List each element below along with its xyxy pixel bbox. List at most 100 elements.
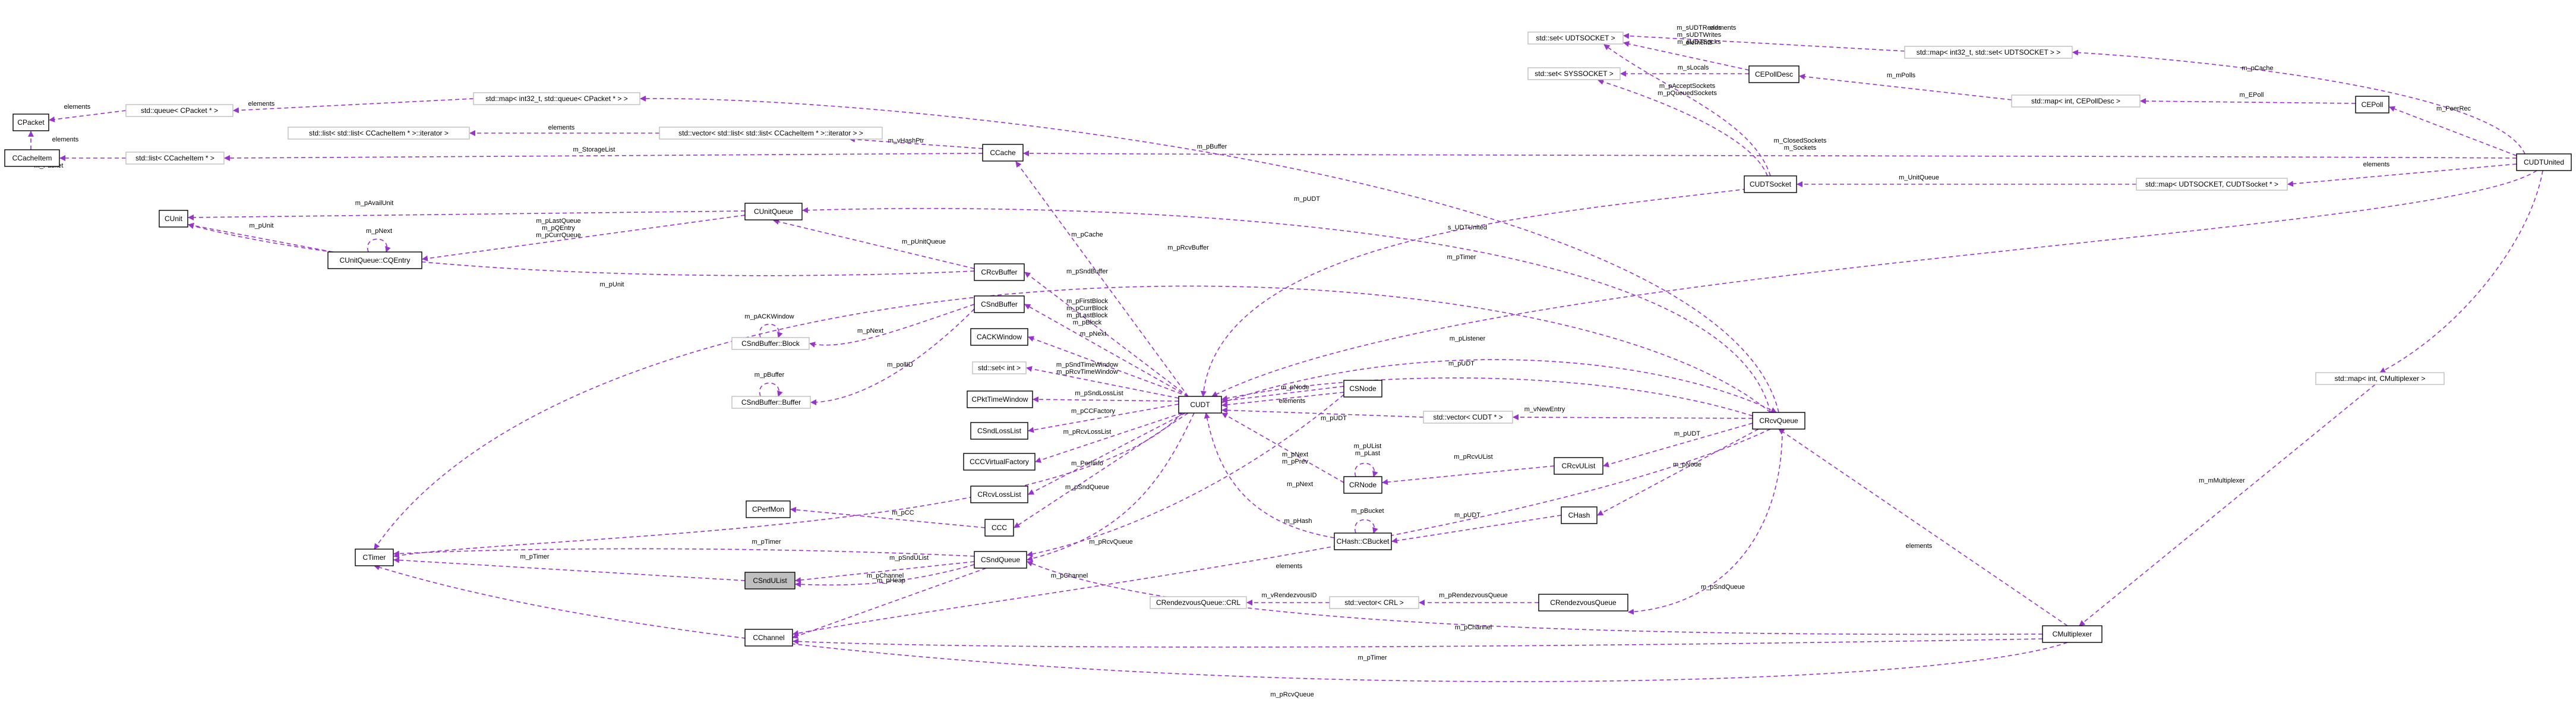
node-vector-cudt[interactable]: std::vector< CUDT * >: [1423, 411, 1513, 424]
node-cunit[interactable]: CUnit: [159, 210, 188, 228]
node-cpkttimewindow[interactable]: CPktTimeWindow: [967, 390, 1033, 408]
edge-label: m_mPolls: [1887, 72, 1916, 79]
edge-cmultiplexer-to-crcvqueue: [1778, 428, 2068, 626]
node-label: CCache: [990, 149, 1016, 157]
node-ccache[interactable]: CCache: [982, 144, 1024, 162]
node-box: [2011, 94, 2141, 108]
edge-map_int_cepolldesc-to-cepolldesc: [1799, 74, 2012, 100]
node-map-int32-set[interactable]: std::map< int32_t, std::set< UDTSOCKET >…: [1904, 46, 2073, 59]
node-set-int[interactable]: std::set< int >: [972, 361, 1027, 374]
edge-label: m_vNewEntry: [1524, 406, 1565, 413]
node-list-ccacheitem[interactable]: std::list< CCacheItem * >: [125, 152, 225, 165]
node-label: std::set< int >: [978, 364, 1021, 372]
edge-crcvqueue-to-map_int32_queue: [640, 95, 1779, 413]
edge-label: m_pNext: [1287, 481, 1313, 488]
node-cunitqueue[interactable]: CUnitQueue: [744, 203, 803, 220]
node-map-udtsocket[interactable]: std::map< UDTSOCKET, CUDTSocket * >: [2136, 178, 2288, 191]
node-label: std::set< UDTSOCKET >: [1536, 34, 1615, 42]
node-box: [967, 390, 1033, 408]
edge-label: m_pUDT: [1674, 430, 1700, 437]
node-cmultiplexer[interactable]: CMultiplexer: [2042, 625, 2103, 643]
edge-cudt-to-crcvlosslist: [1028, 412, 1186, 495]
edge-ccc-to-cperfmon: [790, 506, 986, 528]
node-chash[interactable]: CHash: [1561, 506, 1598, 524]
node-label: CRNode: [1349, 481, 1377, 489]
edge-csndbuffer-to-sndblock: [809, 304, 975, 348]
edge-cudt-to-ctimer: [393, 412, 1183, 559]
node-label: std::vector< std::list< std::list< CCach…: [678, 129, 863, 137]
node-csndulist[interactable]: CSndUList: [744, 572, 795, 590]
node-csnode[interactable]: CSNode: [1343, 380, 1382, 398]
node-label: CSndLossList: [977, 427, 1022, 435]
node-box: [1561, 506, 1598, 524]
edge-label: elements: [2363, 161, 2390, 168]
node-ctimer[interactable]: CTimer: [355, 549, 394, 566]
node-box: [1343, 476, 1382, 494]
node-label: CHash: [1568, 511, 1590, 519]
node-crnode[interactable]: CRNode: [1343, 476, 1382, 494]
node-set-udtsocket[interactable]: std::set< UDTSOCKET >: [1527, 31, 1624, 45]
edge-csnode-to-csndqueue: [1027, 394, 1344, 557]
node-cudtunited[interactable]: CUDTUnited: [2516, 153, 2572, 171]
node-sndbuf[interactable]: CSndBuffer::Buffer: [731, 396, 811, 409]
node-box: [970, 486, 1028, 503]
edge-crcvqueue-to-cunitqueue: [802, 207, 1771, 413]
node-csndlosslist[interactable]: CSndLossList: [970, 422, 1028, 440]
node-map-int32-queue[interactable]: std::map< int32_t, std::queue< CPacket *…: [473, 92, 640, 105]
node-csndbuffer[interactable]: CSndBuffer: [974, 295, 1025, 313]
node-crcvbuffer[interactable]: CRcvBuffer: [974, 263, 1025, 281]
edge-crcvqueue-to-cudt: [1221, 377, 1753, 417]
edge-label: m_pNext: [1080, 330, 1106, 338]
node-label: CUnitQueue::CQEntry: [340, 256, 411, 264]
edge-cudtunited-to-cepoll: [2389, 106, 2517, 156]
node-cepoll[interactable]: CEPoll: [2355, 96, 2389, 114]
node-cudt[interactable]: CUDT: [1178, 396, 1222, 414]
node-queue-cpacket[interactable]: std::queue< CPacket * >: [125, 104, 233, 117]
node-crendezvousqueue[interactable]: CRendezvousQueue: [1538, 594, 1628, 612]
node-ccacheitem[interactable]: CCacheItem: [4, 149, 60, 167]
node-ccc[interactable]: CCC: [984, 519, 1014, 537]
node-cchannel[interactable]: CChannel: [744, 629, 793, 647]
node-cccvirtualfactory[interactable]: CCCVirtualFactory: [963, 453, 1036, 471]
node-cbucket[interactable]: CHash::CBucket: [1334, 532, 1392, 550]
node-set-syssocket[interactable]: std::set< SYSSOCKET >: [1527, 67, 1621, 80]
edge-label: m_pRcvLossList: [1063, 428, 1112, 436]
node-label: CUnit: [165, 215, 183, 223]
node-cackwindow[interactable]: CACKWindow: [970, 328, 1028, 346]
node-box: [1343, 380, 1382, 398]
node-cperfmon[interactable]: CPerfMon: [746, 500, 791, 518]
node-label: std::map< int, CEPollDesc >: [2031, 97, 2120, 105]
node-sndblock[interactable]: CSndBuffer::Block: [731, 337, 810, 350]
edge-label: m_StorageList: [573, 146, 615, 153]
node-label: CRendezvousQueue::CRL: [1156, 598, 1240, 607]
node-crl[interactable]: CRendezvousQueue::CRL: [1150, 596, 1247, 609]
edge-map_int32_queue-to-queue_cpacket: [233, 98, 474, 114]
node-map-int-cmultiplexer[interactable]: std::map< int, CMultiplexer >: [2315, 372, 2445, 385]
node-cpacket[interactable]: CPacket: [12, 114, 49, 131]
edge-cbucket-to-cbucket: [1354, 519, 1378, 534]
node-box: [125, 104, 233, 117]
node-cepolldesc[interactable]: CEPollDesc: [1748, 65, 1800, 83]
node-map-int-cepolldesc[interactable]: std::map< int, CEPollDesc >: [2011, 94, 2141, 108]
node-cqentry[interactable]: CUnitQueue::CQEntry: [327, 251, 422, 269]
node-label: CCacheItem: [12, 154, 52, 162]
node-cudtsocket[interactable]: CUDTSocket: [1744, 175, 1797, 193]
edge-label: m_pBuffer: [755, 371, 785, 379]
node-label: CPktTimeWindow: [972, 395, 1028, 404]
node-crcvqueue[interactable]: CRcvQueue: [1752, 412, 1805, 430]
edge-label: m_pRcvQueue: [1270, 691, 1314, 698]
node-vector-crl[interactable]: std::vector< CRL >: [1329, 596, 1419, 609]
edge-label: elements: [548, 124, 575, 131]
node-vector-list-iter[interactable]: std::vector< std::list< std::list< CCach…: [659, 127, 883, 140]
edge-label: m_pListener: [1450, 335, 1486, 342]
node-crcvlosslist[interactable]: CRcvLossList: [970, 486, 1028, 503]
node-box: [744, 572, 795, 590]
node-label: CSndBuffer::Buffer: [741, 398, 801, 406]
node-csndqueue[interactable]: CSndQueue: [974, 551, 1027, 569]
edge-cudt-to-cccvirtualfactory: [1035, 412, 1183, 463]
node-list-list-iter[interactable]: std::list< std::list< CCacheItem * >::it…: [288, 127, 470, 140]
node-crcvulist[interactable]: CRcvUList: [1554, 457, 1603, 475]
node-box: [2136, 178, 2288, 191]
node-box: [984, 519, 1014, 537]
